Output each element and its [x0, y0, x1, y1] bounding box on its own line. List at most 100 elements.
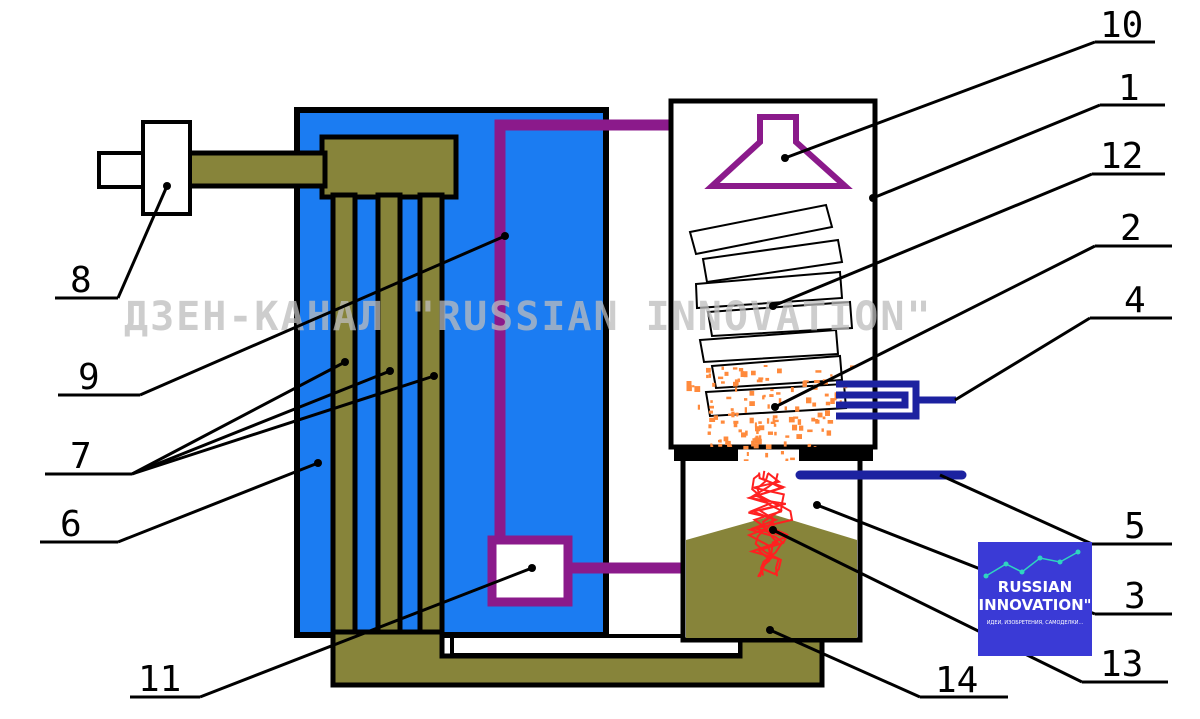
fuel-particle [766, 418, 770, 424]
fuel-particle [686, 385, 692, 392]
fuel-particle [735, 387, 738, 392]
fuel-particle [744, 398, 748, 401]
fuel-particle [732, 367, 738, 370]
fuel-particle [733, 420, 739, 424]
fuel-particle [796, 434, 802, 439]
fuel-particle [785, 435, 790, 438]
fuel-particle [746, 452, 749, 456]
label-2: 2 [1120, 208, 1142, 249]
fuel-particle [737, 378, 740, 383]
fuel-particle [758, 435, 762, 442]
russian-innovation-logo: RUSSIAN INNOVATION" ИДЕИ, ИЗОБРЕТЕНИЯ, С… [978, 542, 1092, 656]
fuel-particle [754, 422, 757, 428]
fuel-particle [738, 429, 742, 433]
fuel-particle [756, 379, 763, 383]
fuel-particle [811, 417, 816, 422]
fuel-particle [709, 417, 716, 422]
watermark: ДЗЕН-КАНАЛ "RUSSIAN INNOVATION" [124, 294, 933, 340]
fuel-particle [755, 426, 761, 432]
fuel-particle [710, 443, 713, 447]
fuel-particle [712, 382, 716, 387]
fuel-particle [754, 437, 760, 442]
label-11: 11 [138, 659, 181, 700]
fuel-particle [817, 412, 823, 418]
fuel-particle [745, 430, 748, 436]
fuel-particle [777, 368, 782, 374]
fuel-particle [807, 444, 811, 450]
fuel-particle [758, 377, 764, 380]
label-8: 8 [70, 260, 92, 301]
flame [745, 470, 794, 578]
outlet-nozzle [97, 151, 147, 189]
fuel-particle [839, 400, 842, 403]
fuel-particle [706, 374, 709, 379]
fuel-particle [708, 373, 712, 378]
logo-line-2: INNOVATION" [978, 596, 1092, 614]
fuel-particle [784, 406, 787, 411]
fuel-particle [694, 386, 701, 392]
fuel-particle [692, 385, 695, 388]
fuel-particle [753, 443, 759, 449]
label-1: 1 [1118, 68, 1140, 109]
fuel-particle [707, 431, 711, 435]
fuel-particle [733, 381, 738, 387]
fuel-particle [738, 368, 744, 372]
fuel-particle [765, 377, 770, 381]
fuel-particle [718, 376, 724, 380]
label-5: 5 [1124, 506, 1146, 547]
fuel-particle [758, 421, 762, 424]
fuel-particle [723, 436, 729, 442]
fuel-particle [769, 394, 774, 397]
callout-numbers: 10 1 12 2 4 5 3 13 14 8 9 7 6 11 [60, 5, 1146, 701]
fuel-particle [822, 416, 826, 420]
fuel-particle [758, 425, 765, 431]
fuel-particle [806, 397, 812, 404]
fuel-particle [731, 411, 735, 418]
flame-stroke [746, 473, 789, 578]
fuel-particle [815, 370, 822, 373]
fuel-particle [741, 432, 747, 438]
grate-left [674, 447, 738, 461]
fuel-particle [815, 419, 820, 424]
fuel-particle [719, 439, 722, 443]
fuel-slats [688, 203, 854, 418]
fuel-particle [824, 393, 829, 397]
label-6: 6 [60, 504, 82, 545]
fuel-particle [814, 419, 819, 422]
fuel-particle [713, 415, 718, 420]
fuel-particle [802, 381, 807, 387]
fuel-particle [765, 444, 772, 450]
fuel-particle [730, 408, 734, 411]
fuel-particle [776, 392, 781, 395]
label-10: 10 [1100, 5, 1143, 46]
fuel-particle [720, 420, 725, 424]
fuel-particle [721, 366, 724, 370]
fuel-particle [765, 452, 769, 458]
fuel-particle [770, 421, 776, 424]
fuel-particle [830, 374, 833, 377]
fuel-particle [790, 457, 795, 461]
fuel-particle [754, 441, 760, 444]
logo-line-1: RUSSIAN [997, 578, 1073, 596]
fuel-particle [812, 402, 817, 407]
fuel-particle [807, 429, 813, 433]
fuel-particle [706, 367, 711, 373]
fuel-particle [752, 438, 755, 441]
fuel-particle [686, 381, 692, 387]
fuel-particle [788, 416, 795, 423]
fuel-particle [792, 424, 798, 431]
fuel-particle [770, 389, 774, 392]
fuel-particle [825, 410, 830, 416]
fuel-particle [827, 420, 834, 424]
fuel-particle [793, 416, 799, 419]
fuel-particle [783, 441, 787, 447]
fuel-particle [721, 381, 725, 384]
fuel-particle [814, 380, 820, 384]
fuel-particle [825, 401, 831, 406]
fuel-particle [758, 438, 762, 445]
leaders [40, 40, 1172, 699]
hood [704, 114, 853, 189]
fuel-particle [710, 400, 713, 403]
ash-pile [686, 515, 857, 638]
